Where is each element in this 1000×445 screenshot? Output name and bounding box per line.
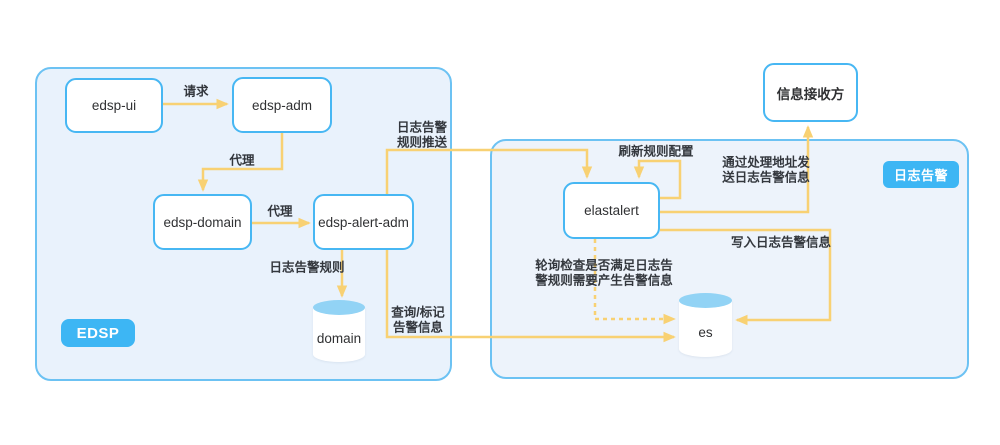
domain-database-label: domain	[313, 307, 365, 362]
log-alert-group-badge: 日志告警	[883, 161, 959, 188]
edsp-group-badge: EDSP	[61, 319, 135, 347]
edge-refresh-loop	[633, 159, 682, 200]
edge-label-write-alert-info: 写入日志告警信息	[730, 235, 832, 250]
edge-rule-push	[385, 148, 593, 194]
domain-database-cylinder: domain	[313, 300, 365, 362]
es-database-cylinder: es	[679, 293, 732, 357]
edge-label-poll-check: 轮询检查是否满足日志告 警规则需要产生告警信息	[535, 258, 673, 287]
es-database-label: es	[679, 300, 732, 357]
node-edsp-ui: edsp-ui	[65, 78, 163, 133]
node-elastalert: elastalert	[563, 182, 660, 239]
edge-write-es	[660, 228, 832, 326]
node-edsp-domain: edsp-domain	[153, 194, 252, 250]
cylinder-top-icon	[313, 300, 365, 315]
node-edsp-alert-adm: edsp-alert-adm	[313, 194, 414, 250]
node-info-receiver: 信息接收方	[763, 63, 858, 122]
cylinder-top-icon	[679, 293, 732, 308]
edge-label-rule-push: 日志告警 规则推送	[396, 120, 448, 149]
edge-label-proxy-2: 代理	[267, 204, 293, 219]
edge-send-to-receiver	[660, 125, 814, 214]
edge-proxy-adm-to-domain	[197, 133, 284, 192]
edge-label-proxy-1: 代理	[229, 153, 255, 168]
edge-label-send-via-handler: 通过处理地址发 送日志告警信息	[722, 155, 810, 184]
edge-query-mark	[385, 250, 676, 343]
edge-label-log-alert-rule: 日志告警规则	[269, 260, 345, 275]
edge-label-refresh-config: 刷新规则配置	[618, 144, 694, 159]
edge-poll-check	[593, 239, 676, 325]
edge-label-request: 请求	[183, 84, 209, 99]
node-edsp-adm: edsp-adm	[232, 77, 332, 133]
edge-label-query-mark: 查询/标记 告警信息	[391, 305, 445, 334]
